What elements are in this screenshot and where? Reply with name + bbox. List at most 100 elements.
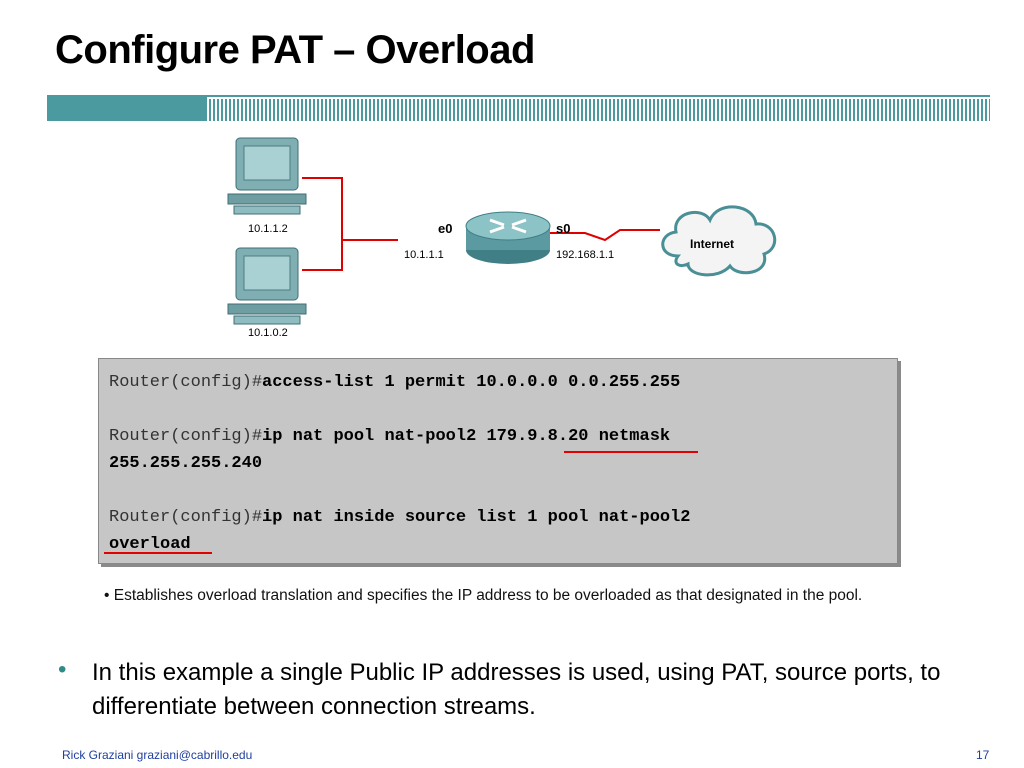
title-bar-stripe	[289, 99, 291, 121]
title-bar-stripe	[229, 99, 231, 121]
title-bar-stripe	[901, 99, 903, 121]
title-bar-stripe	[461, 99, 463, 121]
title-bar-stripe	[489, 99, 491, 121]
title-bar-stripe	[665, 99, 667, 121]
title-bar-stripe	[633, 99, 635, 121]
pc-icon	[227, 137, 307, 215]
title-bar-stripe	[921, 99, 923, 121]
title-bar-stripe	[473, 99, 475, 121]
title-bar-stripe	[449, 99, 451, 121]
title-bar-stripe	[517, 99, 519, 121]
title-bar-stripe	[761, 99, 763, 121]
title-bar-stripe	[721, 99, 723, 121]
title-bar-stripe	[505, 99, 507, 121]
title-bar-stripe	[729, 99, 731, 121]
title-bar-stripe	[817, 99, 819, 121]
title-bar-stripe	[453, 99, 455, 121]
title-bar-stripe	[221, 99, 223, 121]
title-bar-stripe	[337, 99, 339, 121]
code-command: ip nat pool nat-pool2	[262, 427, 487, 446]
title-bar-stripe	[853, 99, 855, 121]
title-bar-stripe	[573, 99, 575, 121]
title-bar-stripe	[209, 99, 211, 121]
title-bar-stripe	[605, 99, 607, 121]
title-bar-stripe	[749, 99, 751, 121]
title-bar-stripe	[709, 99, 711, 121]
title-bar-stripe	[969, 99, 971, 121]
title-bar-stripe	[285, 99, 287, 121]
title-bar-stripe	[885, 99, 887, 121]
title-bar-stripe	[897, 99, 899, 121]
title-bar-stripe	[745, 99, 747, 121]
title-bar-stripe	[493, 99, 495, 121]
title-bar-stripe	[421, 99, 423, 121]
title-bar-stripe	[949, 99, 951, 121]
title-bar-stripe	[369, 99, 371, 121]
title-bar-stripe	[757, 99, 759, 121]
config-caption: • Establishes overload translation and s…	[104, 587, 863, 604]
title-bar-stripe	[345, 99, 347, 121]
title-bar-stripe	[385, 99, 387, 121]
title-bar-stripe	[309, 99, 311, 121]
title-bar-stripe	[245, 99, 247, 121]
title-bar-stripe	[269, 99, 271, 121]
title-bar-stripe	[413, 99, 415, 121]
title-bar-stripe	[469, 99, 471, 121]
title-bar-stripe	[629, 99, 631, 121]
slide-title: Configure PAT – Overload	[55, 28, 535, 72]
title-bar-stripe	[797, 99, 799, 121]
title-bar-stripe	[769, 99, 771, 121]
title-bar-stripe	[857, 99, 859, 121]
title-bar-stripe	[777, 99, 779, 121]
title-bar-stripe	[933, 99, 935, 121]
title-bar-stripe	[945, 99, 947, 121]
pool-ip-underline	[564, 451, 698, 453]
title-bar-stripe	[305, 99, 307, 121]
title-bar-stripe	[841, 99, 843, 121]
title-bar-stripe	[793, 99, 795, 121]
title-bar-stripe	[965, 99, 967, 121]
title-bar-stripe	[861, 99, 863, 121]
title-bar-stripe	[829, 99, 831, 121]
title-bar-stripe	[865, 99, 867, 121]
title-bar-stripe	[481, 99, 483, 121]
serial-link	[550, 229, 660, 242]
title-bar-stripe	[617, 99, 619, 121]
title-bar-stripe	[349, 99, 351, 121]
title-bar-stripe	[973, 99, 975, 121]
title-bar-stripe	[917, 99, 919, 121]
title-bar-stripe	[645, 99, 647, 121]
title-bar-stripe	[417, 99, 419, 121]
title-bar-stripe	[569, 99, 571, 121]
router-e0-label: e0	[438, 221, 452, 236]
title-bar-stripe	[485, 99, 487, 121]
title-bar-stripe	[589, 99, 591, 121]
title-bar-stripe	[753, 99, 755, 121]
title-bar-stripe	[441, 99, 443, 121]
title-bar-stripe	[813, 99, 815, 121]
title-bar-stripe	[373, 99, 375, 121]
title-bar-stripe	[913, 99, 915, 121]
title-bar-stripe	[281, 99, 283, 121]
title-bar-stripe	[501, 99, 503, 121]
page-number: 17	[976, 748, 990, 762]
pc2-address-label: 10.1.0.2	[248, 327, 288, 339]
title-bar-stripe	[217, 99, 219, 121]
footer-author: Rick Graziani graziani@cabrillo.edu	[62, 748, 253, 762]
title-bar-stripe	[525, 99, 527, 121]
title-bar-stripe	[889, 99, 891, 121]
title-bar-stripe	[397, 99, 399, 121]
code-command: 255.255.255.240	[109, 454, 263, 473]
title-bar-stripe	[353, 99, 355, 121]
title-bar-stripe	[409, 99, 411, 121]
code-prompt: Router(config)#	[109, 427, 263, 446]
title-bar-stripe	[657, 99, 659, 121]
overload-underline	[104, 552, 212, 554]
title-bar-stripe	[445, 99, 447, 121]
title-bar-stripe	[877, 99, 879, 121]
title-bar-stripe	[213, 99, 215, 121]
title-bar-stripe	[565, 99, 567, 121]
pool-ip-address: 179.9.8.20	[486, 427, 589, 446]
router-s0-address: 192.168.1.1	[556, 249, 614, 261]
title-bar-stripe	[717, 99, 719, 121]
